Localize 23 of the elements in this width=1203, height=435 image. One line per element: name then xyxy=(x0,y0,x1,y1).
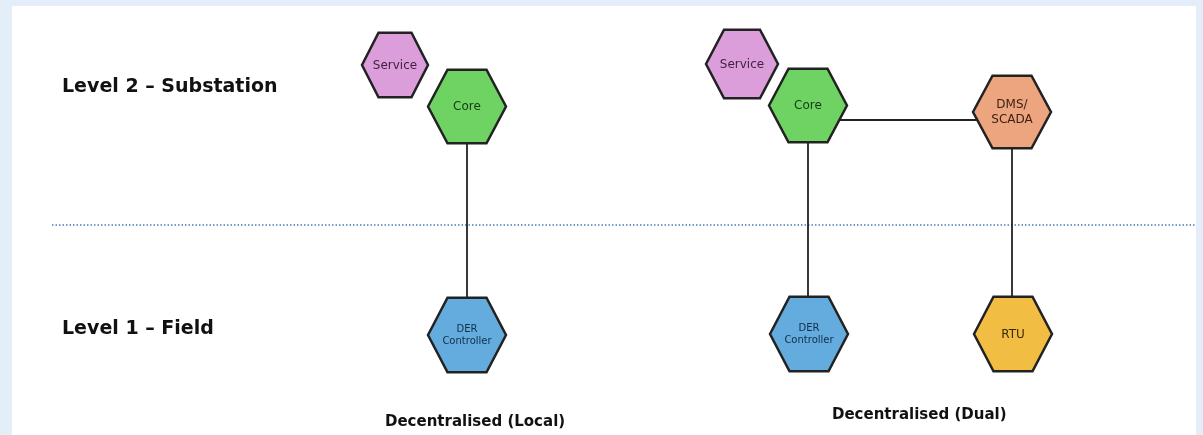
hexagon-node xyxy=(428,68,506,144)
scenario-caption: Decentralised (Dual) xyxy=(832,405,1007,423)
connector-line xyxy=(1011,148,1013,297)
hexagon-node xyxy=(973,75,1051,149)
node-label: RTU xyxy=(1000,326,1026,342)
node-label: DER Controller xyxy=(783,321,835,347)
hexagon-node xyxy=(428,297,506,373)
hexagon-node xyxy=(974,296,1052,372)
hexagon-node xyxy=(362,32,428,98)
node-label: Core xyxy=(793,97,823,113)
node-label: DMS/ SCADA xyxy=(990,97,1034,127)
node-label: Service xyxy=(371,57,419,73)
node-label: DER Controller xyxy=(441,322,493,348)
connector-line xyxy=(807,141,809,297)
node-label: Service xyxy=(718,56,766,72)
scenario-caption: Decentralised (Local) xyxy=(385,412,566,430)
hexagon-node xyxy=(770,296,848,372)
node-label: Core xyxy=(452,98,482,114)
level-heading: Level 2 – Substation xyxy=(62,74,278,96)
hexagon-node xyxy=(706,29,778,99)
level-heading: Level 1 – Field xyxy=(62,316,214,338)
hexagon-node xyxy=(769,67,847,143)
connector-line xyxy=(466,142,468,298)
